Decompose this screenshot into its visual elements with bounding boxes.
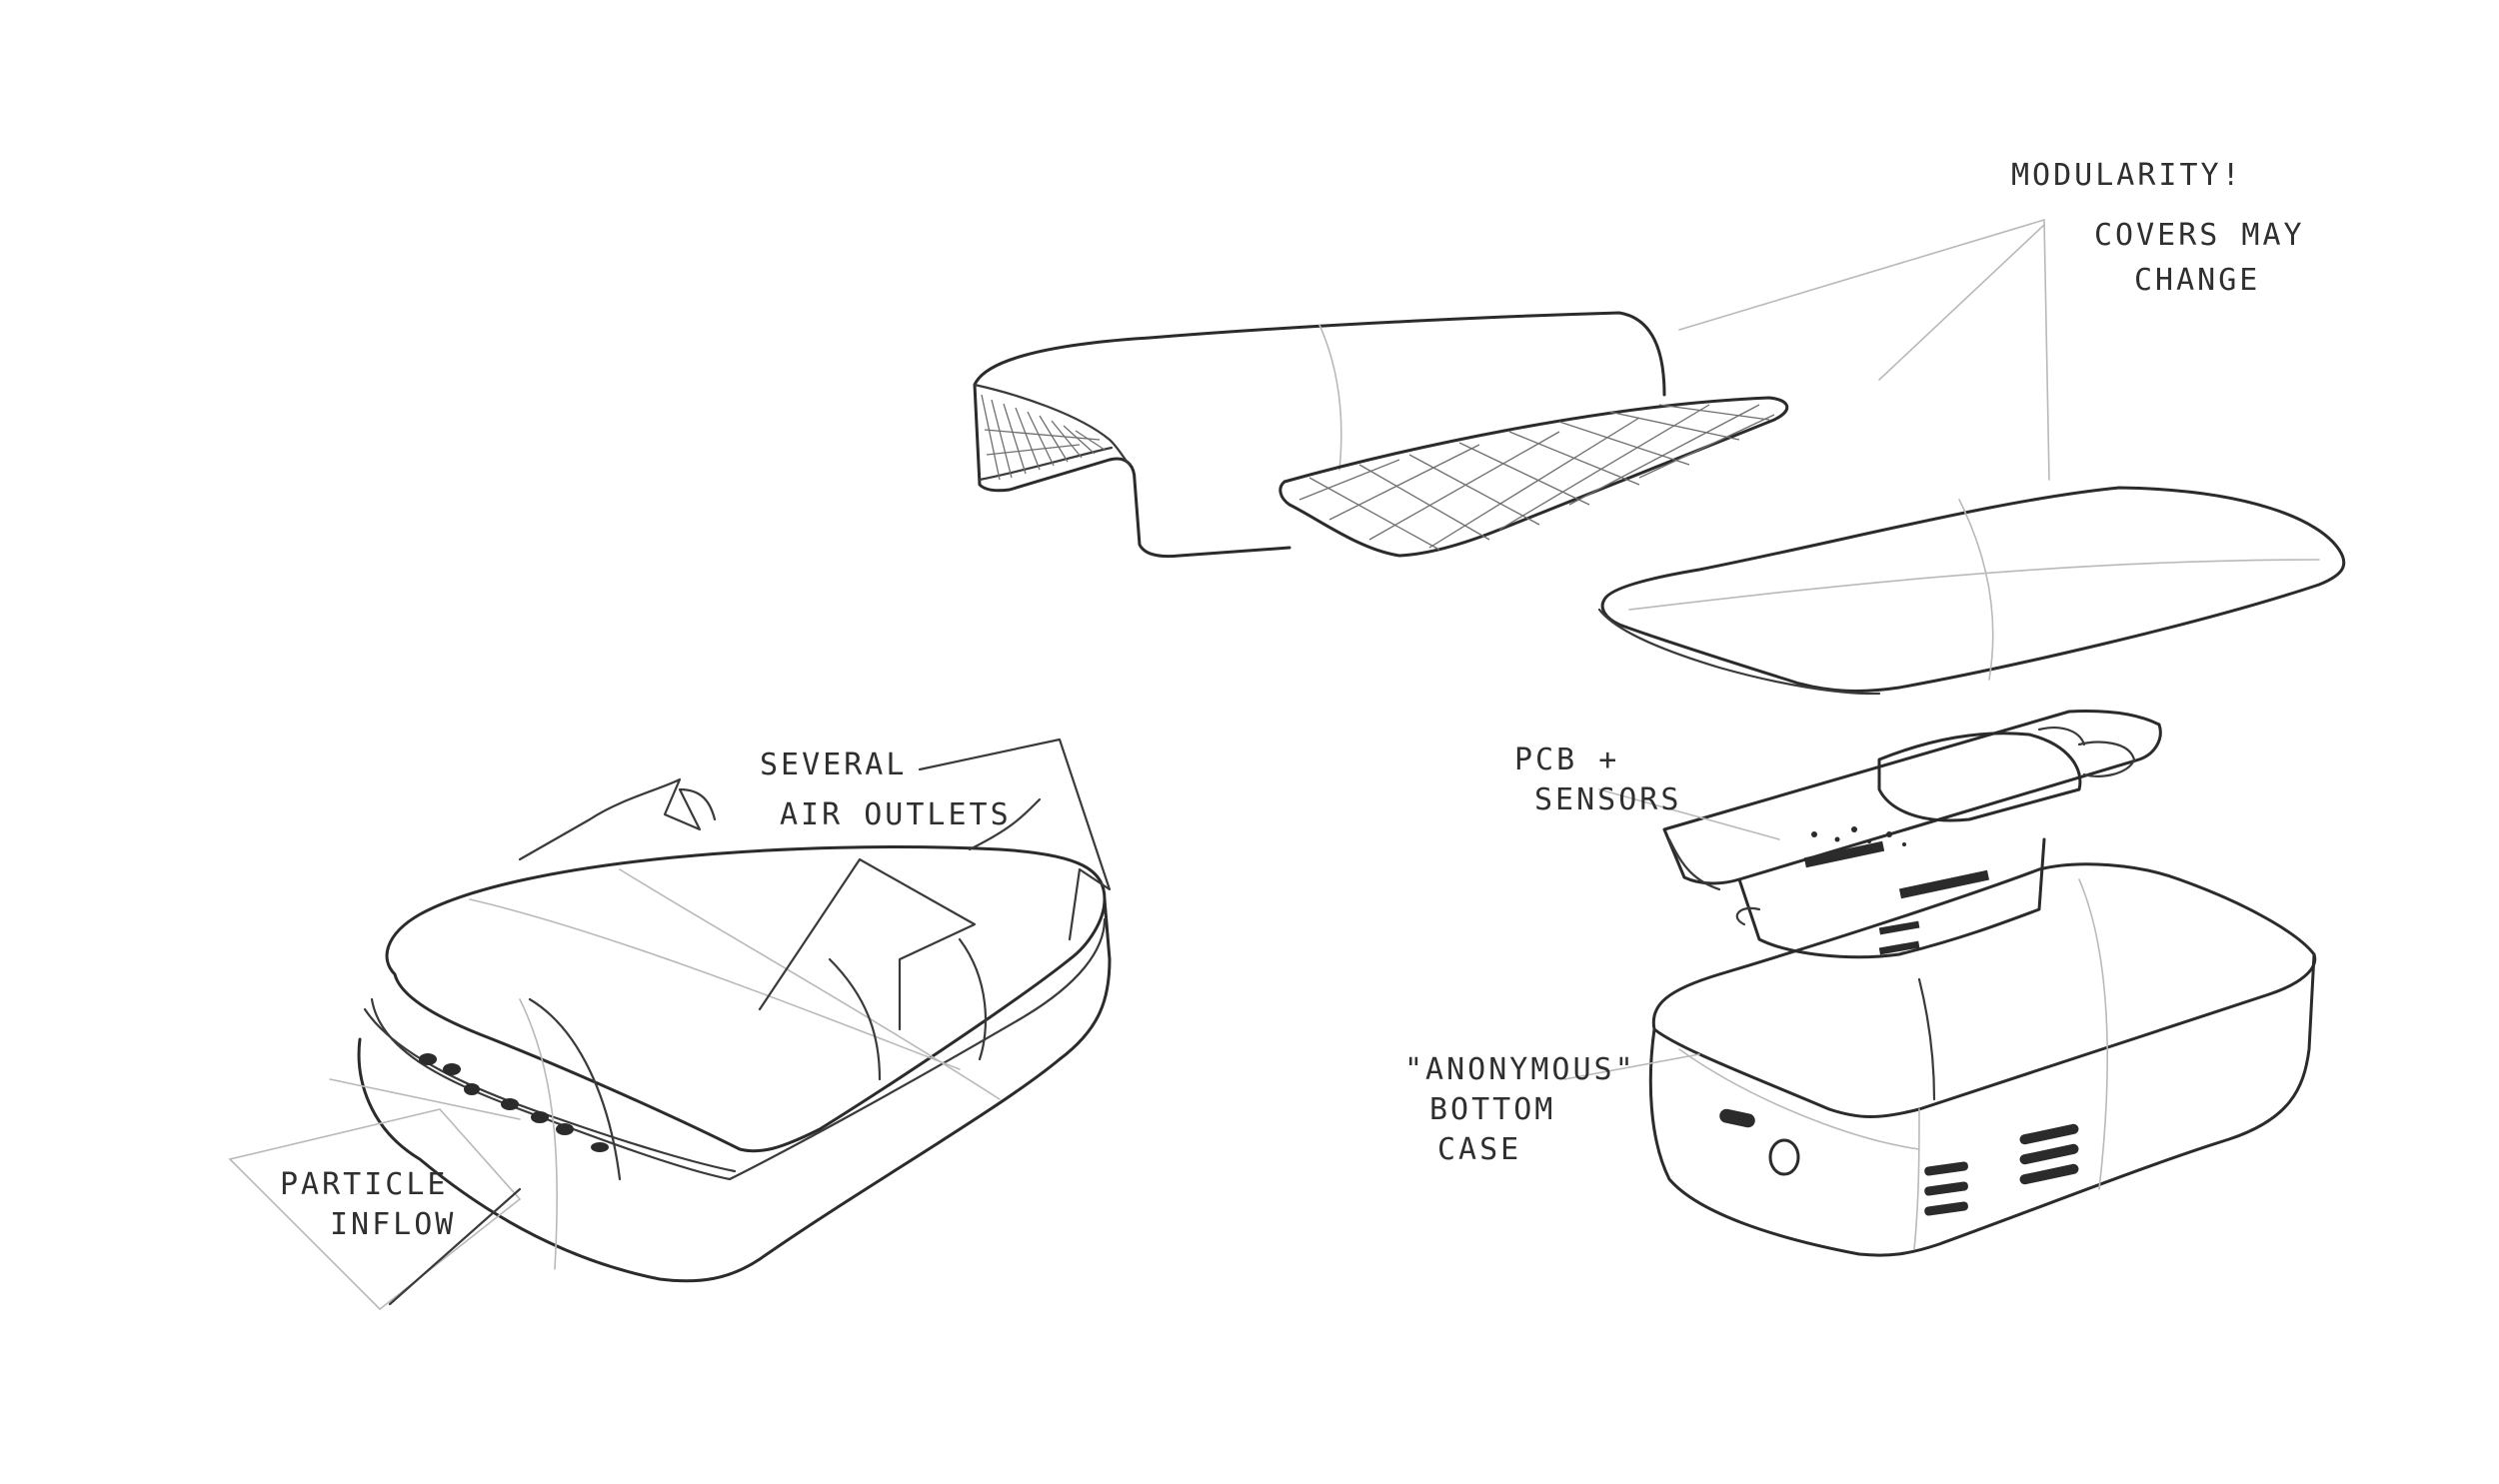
note-several: SEVERAL: [760, 747, 907, 782]
air-outlet-arrows: [518, 738, 1112, 1031]
note-inflow: INFLOW: [330, 1207, 456, 1242]
assembled-device: [357, 845, 1112, 1283]
note-sensors: SENSORS: [1534, 782, 1681, 817]
note-bottom: BOTTOM: [1429, 1092, 1555, 1127]
case-ports: [1719, 1108, 2079, 1216]
mesh-texture: [1298, 404, 1775, 551]
shell-shadow-hatch: [981, 394, 1106, 481]
mesh-cover-module: [1278, 396, 1788, 558]
sensor-components: [1803, 826, 1990, 955]
note-anonymous: "ANONYMOUS": [1404, 1052, 1636, 1087]
modularity-guides: [1678, 219, 2050, 481]
note-covers-may: COVERS MAY: [2094, 218, 2305, 253]
note-modularity: MODULARITY!: [2011, 158, 2243, 193]
note-pcb: PCB +: [1514, 742, 1619, 777]
particle-inflow-plane: [228, 1078, 522, 1311]
plain-cover-module: [1597, 486, 2346, 696]
note-air-outlets: AIR OUTLETS: [780, 797, 1012, 832]
annotations: MODULARITY! COVERS MAY CHANGE SEVERAL AI…: [280, 158, 2305, 1242]
bottom-case-module: [1648, 862, 2317, 1257]
note-particle: PARTICLE: [280, 1167, 449, 1202]
note-change: CHANGE: [2134, 263, 2260, 298]
pcb-sensors-module: [1662, 710, 2162, 959]
front-intake-holes: [419, 1053, 609, 1152]
cover-shell-module: [973, 311, 1666, 559]
leader-lines: [1563, 788, 1780, 1080]
note-case: CASE: [1437, 1132, 1521, 1167]
